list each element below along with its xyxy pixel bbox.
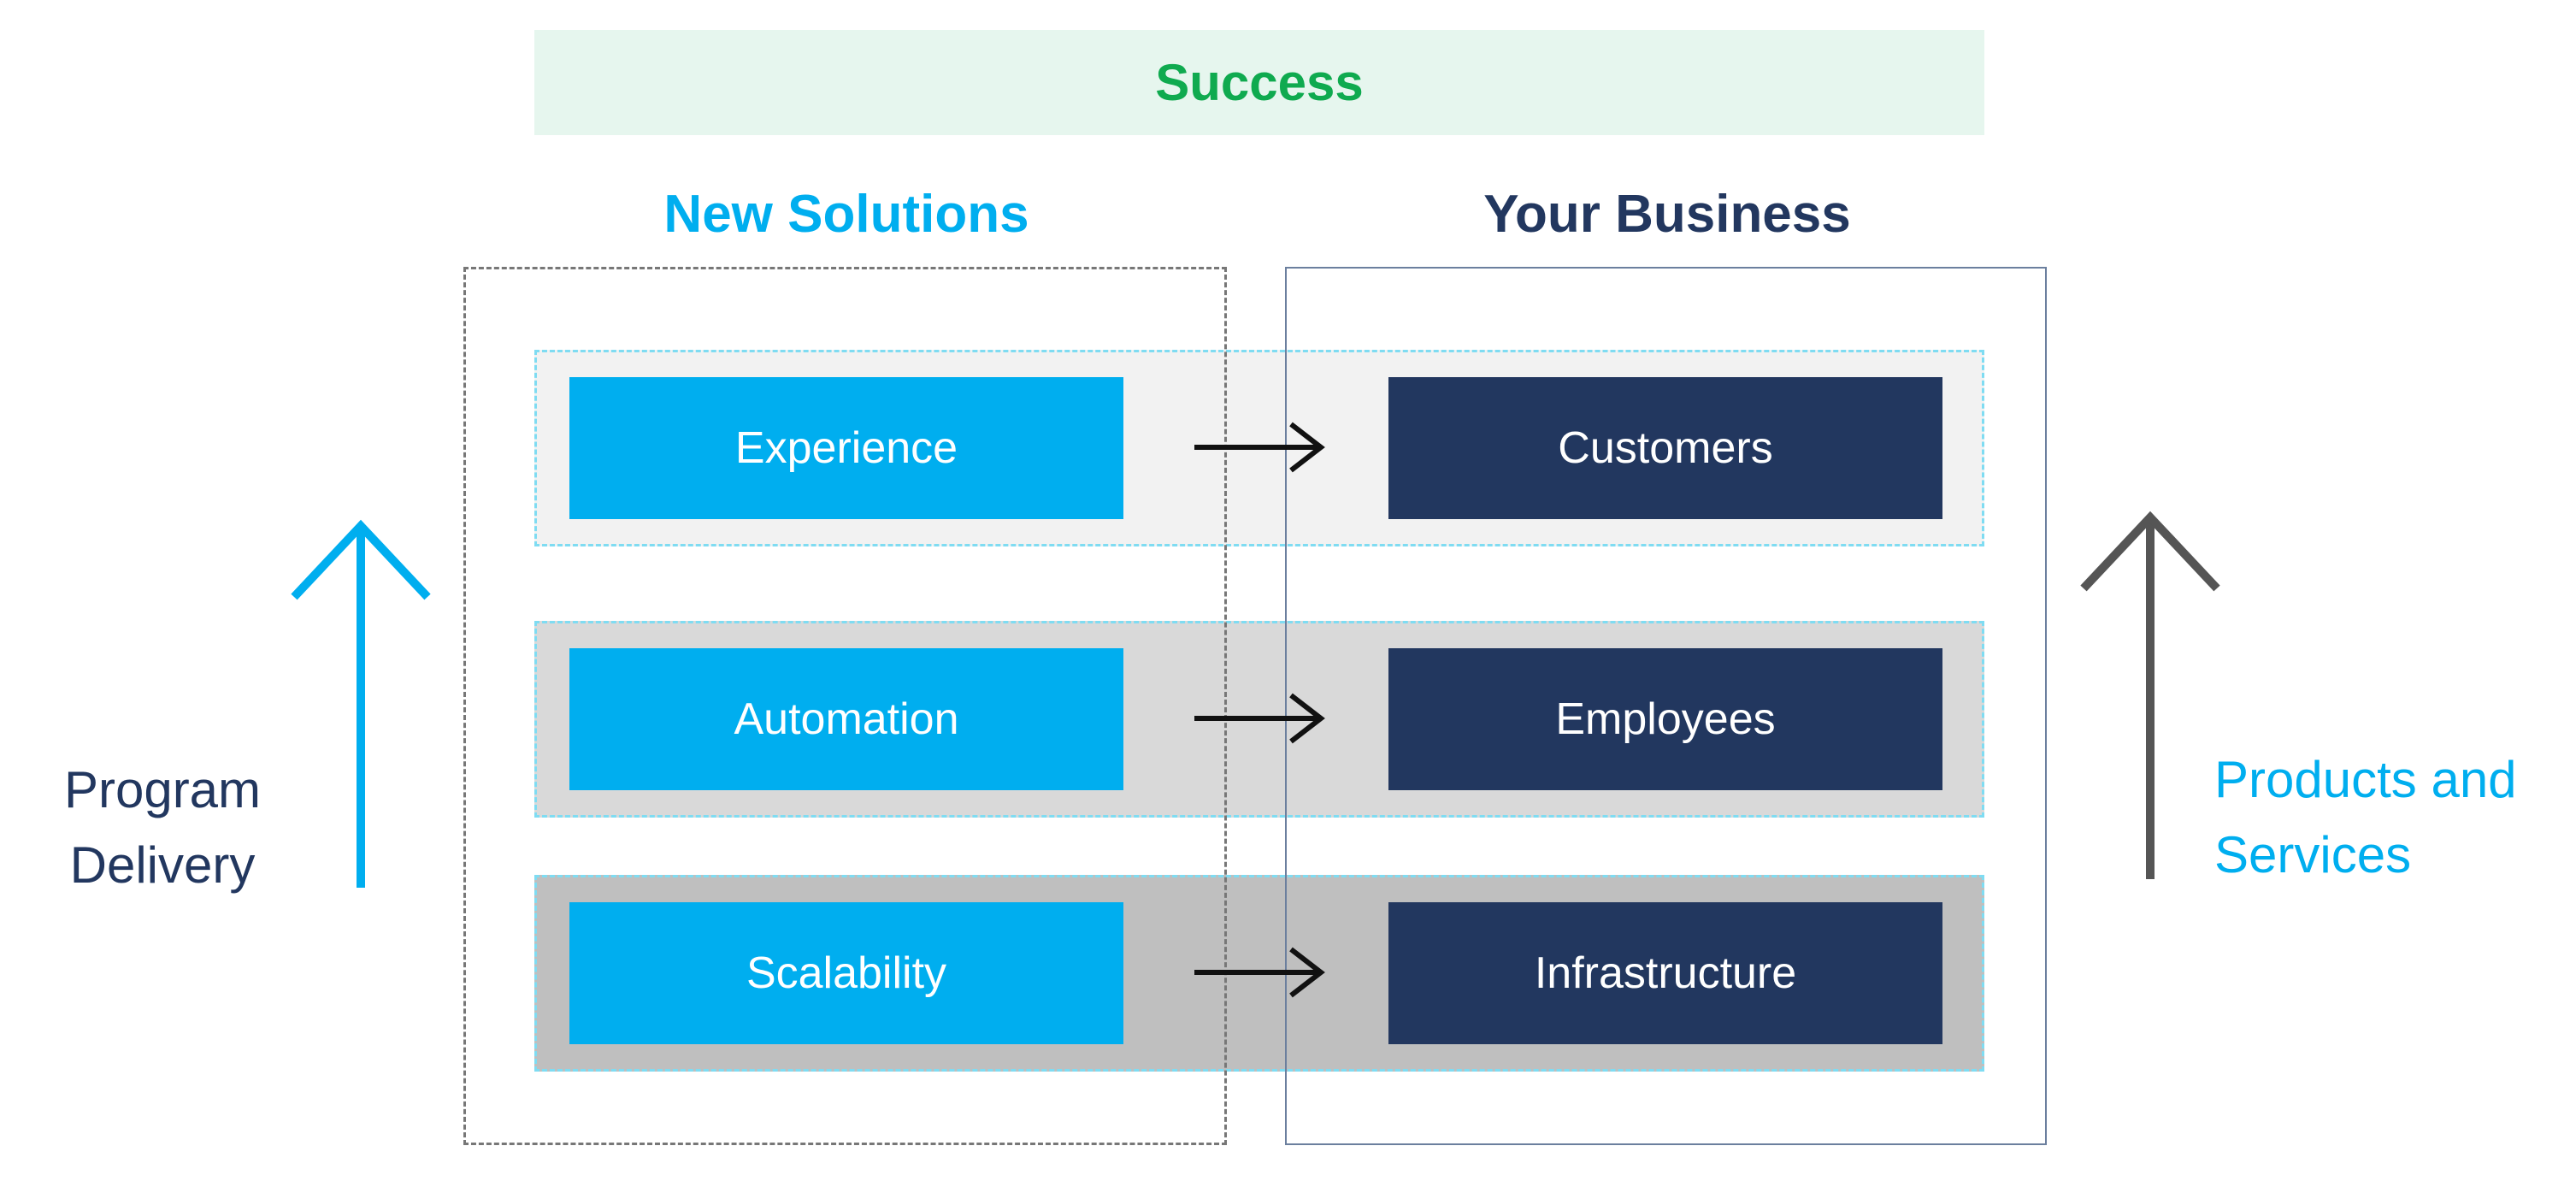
products-services-line1: Products and — [2214, 751, 2517, 808]
right-arrow-icon — [1194, 947, 1325, 998]
new-solutions-title: New Solutions — [663, 184, 1029, 244]
solution-label: Scalability — [746, 948, 947, 998]
business-label: Employees — [1555, 694, 1776, 744]
products-services-label: Products and Services — [2214, 742, 2576, 893]
solution-box-automation: Automation — [569, 648, 1123, 790]
business-label: Customers — [1558, 423, 1773, 473]
business-label: Infrastructure — [1534, 948, 1797, 998]
right-arrow-icon — [1194, 693, 1325, 744]
program-delivery-line1: Program — [63, 761, 262, 818]
up-arrow-icon — [291, 519, 431, 888]
business-box-employees: Employees — [1388, 648, 1942, 790]
business-box-infrastructure: Infrastructure — [1388, 902, 1942, 1044]
your-business-title: Your Business — [1483, 184, 1851, 244]
program-delivery-label: Program Delivery — [34, 753, 291, 903]
right-arrow-icon — [1194, 422, 1325, 473]
success-band: Success — [534, 30, 1984, 135]
program-delivery-line2: Delivery — [69, 836, 256, 894]
solution-label: Automation — [734, 694, 959, 744]
business-box-customers: Customers — [1388, 377, 1942, 519]
solution-box-experience: Experience — [569, 377, 1123, 519]
solution-box-scalability: Scalability — [569, 902, 1123, 1044]
products-services-line2: Services — [2214, 826, 2412, 883]
solution-label: Experience — [734, 423, 958, 473]
up-arrow-icon — [2080, 511, 2220, 879]
success-label: Success — [1155, 54, 1364, 111]
